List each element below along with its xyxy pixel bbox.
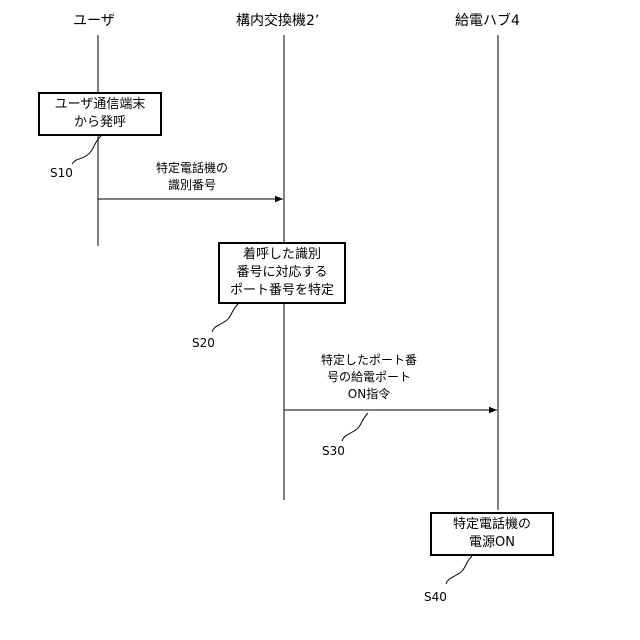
leader-s10 [72,136,101,164]
step-s10-line-1: ユーザ通信端末 [55,96,146,114]
leader-s20 [212,304,238,332]
step-s20-line-3: ポート番号を特定 [230,282,334,300]
message-power-on-line-2: 号の給電ポート [327,369,411,386]
step-s10-line-2: から発呼 [74,114,126,132]
step-s20-line-2: 番号に対応する [236,264,327,282]
step-s40-line-2: 電源ON [469,534,515,552]
step-box-s40: 特定電話機の 電源ON [430,512,554,556]
message-label-identification: 特定電話機の 識別番号 [130,160,254,194]
lifeline-user-label: ユーザ [73,10,115,30]
step-label-s10: S10 [50,166,73,180]
step-box-s20: 着呼した識別 番号に対応する ポート番号を特定 [218,242,346,304]
message-identification-line-1: 特定電話機の [156,160,228,177]
step-s40-line-1: 特定電話機の [453,516,531,534]
leader-s30 [342,413,368,441]
lifeline-pbx-label: 構内交換機2’ [236,10,319,30]
message-identification-line-2: 識別番号 [168,177,216,194]
message-power-on-line-3: ON指令 [348,386,390,403]
step-label-s30: S30 [322,444,345,458]
message-label-power-on: 特定したポート番 号の給電ポート ON指令 [304,352,434,403]
step-box-s10: ユーザ通信端末 から発呼 [38,92,162,136]
message-power-on-line-1: 特定したポート番 [321,352,417,369]
step-s20-line-1: 着呼した識別 [243,246,321,264]
lifeline-hub-label: 給電ハブ4 [455,10,520,30]
leader-s40 [446,556,472,584]
step-label-s40: S40 [424,590,447,604]
step-label-s20: S20 [192,336,215,350]
